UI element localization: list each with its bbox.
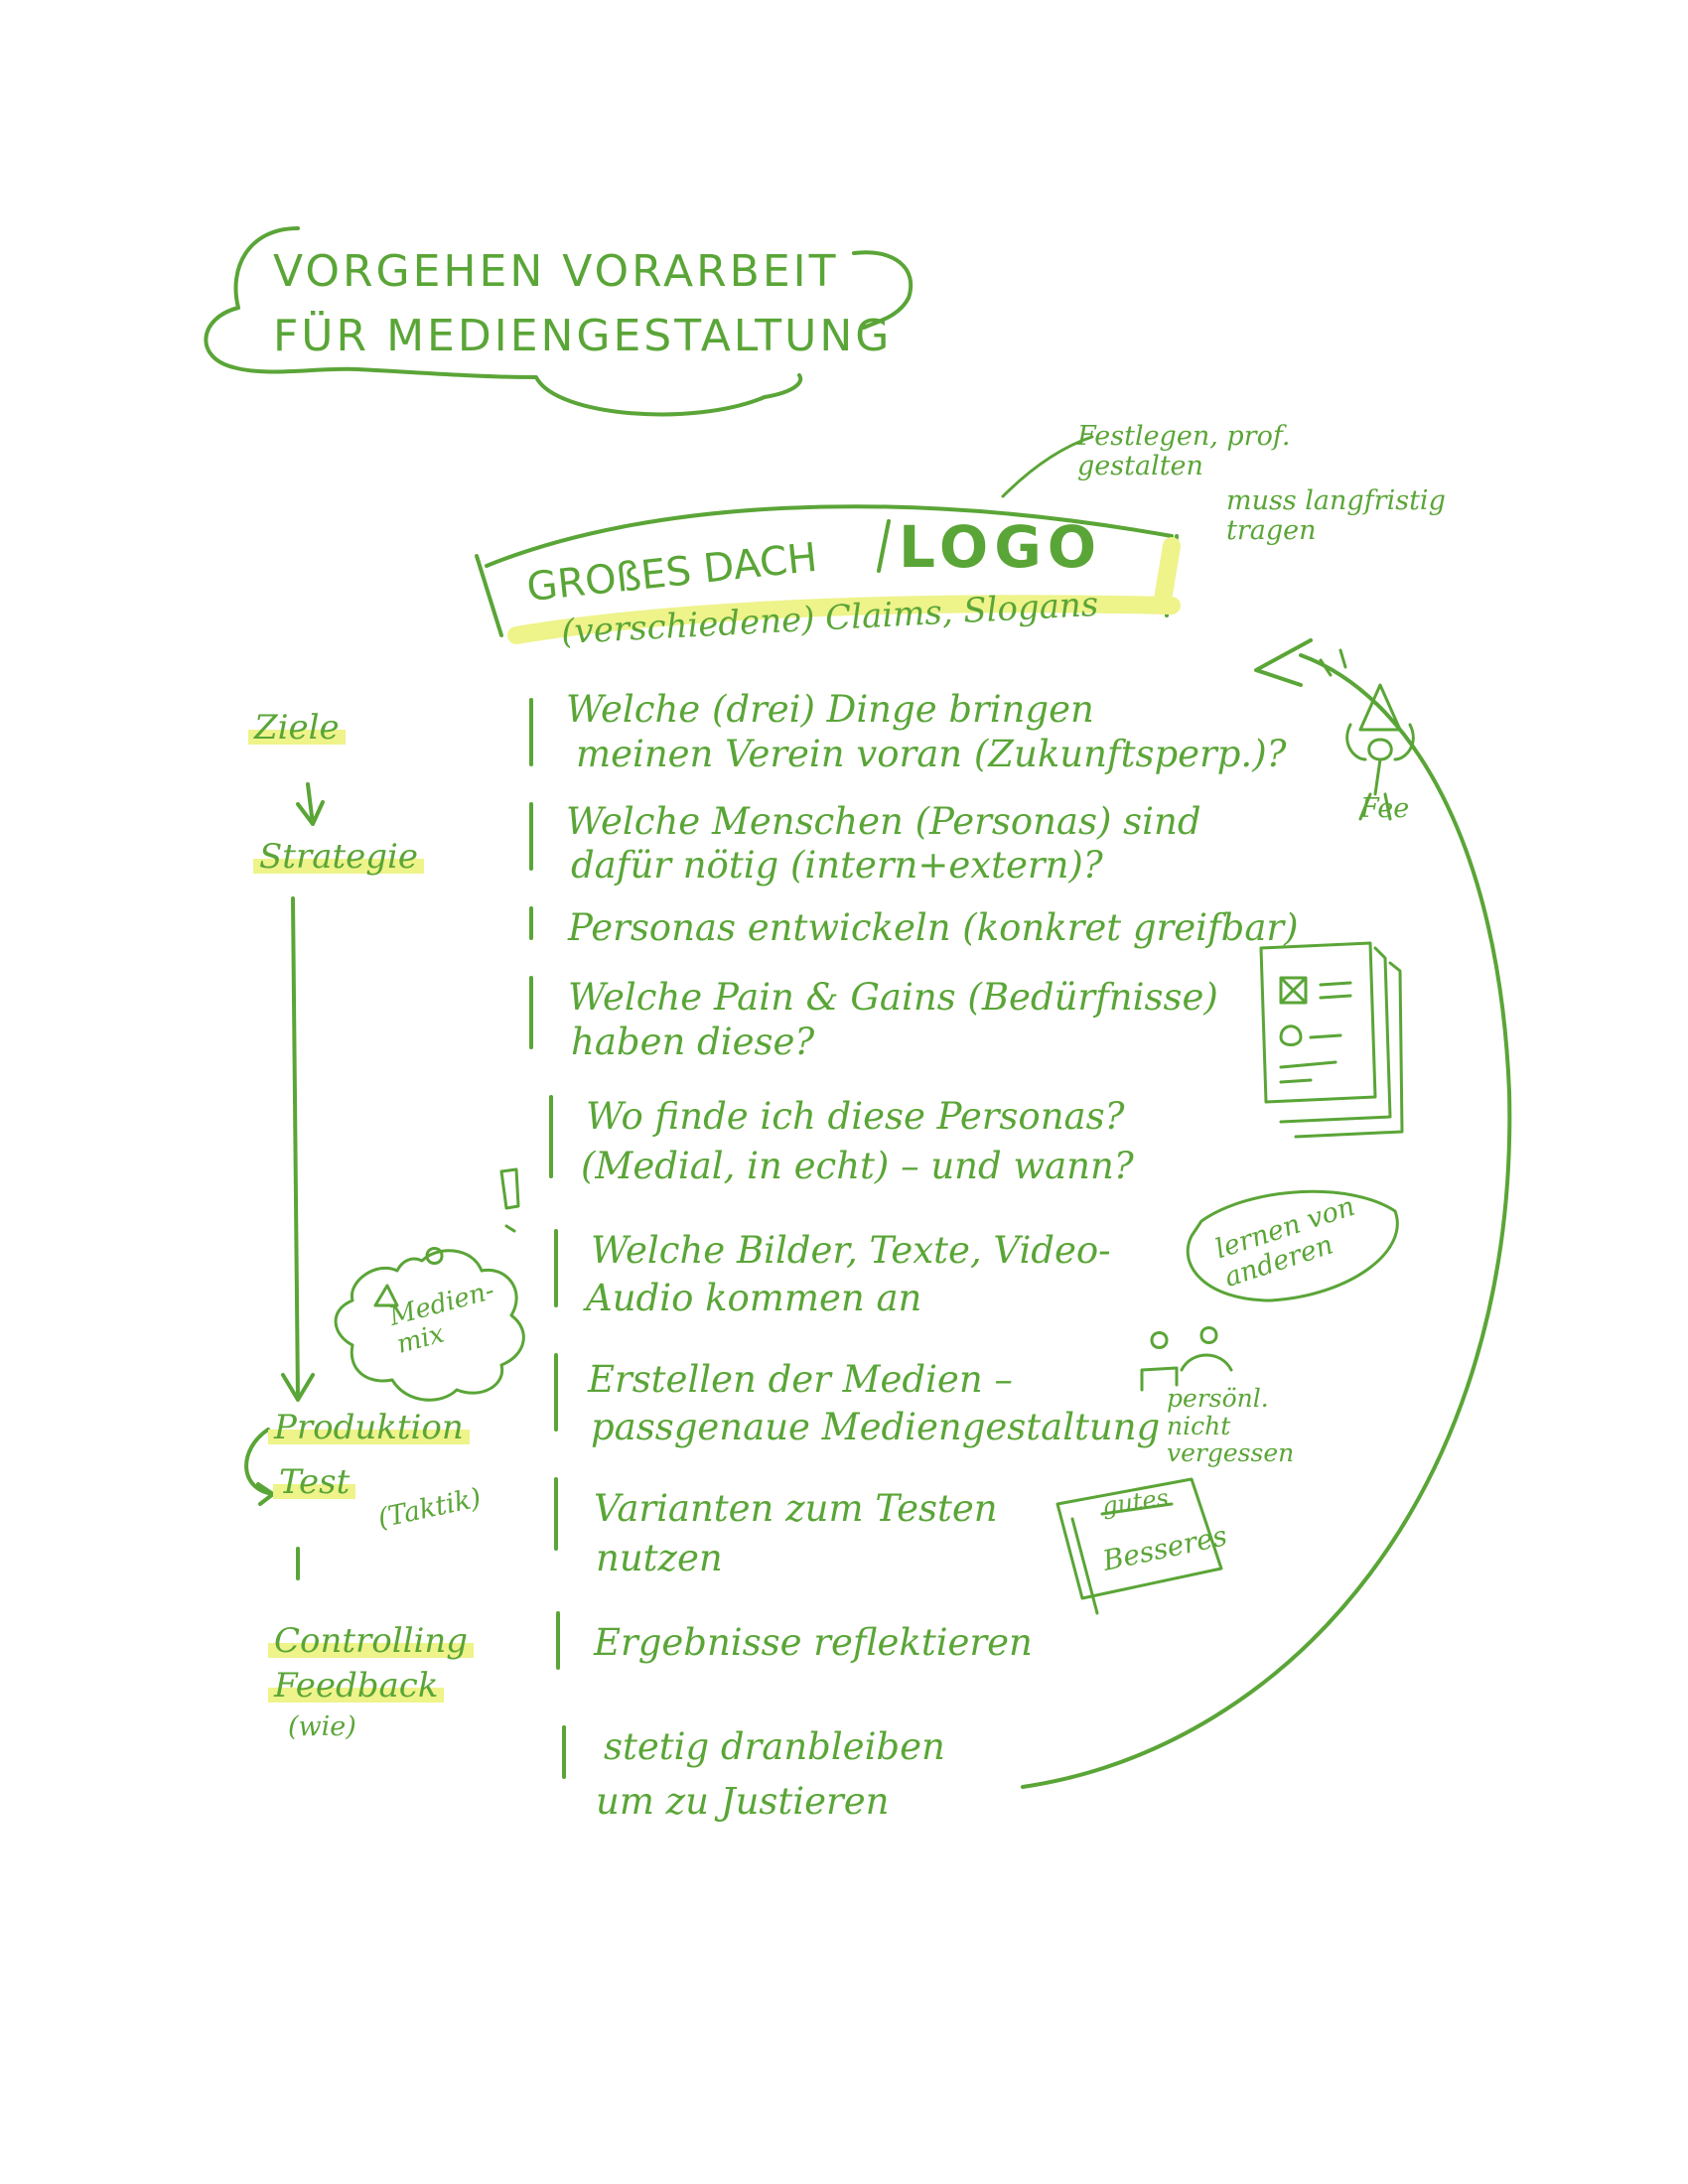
step-4-line-2: haben diese?: [571, 1021, 815, 1063]
step-1-line-2: meinen Verein voran (Zukunftsperp.)?: [576, 733, 1287, 775]
step-9-line-1: Ergebnisse reflektieren: [594, 1621, 1033, 1664]
medienmix-cloud: [334, 1249, 525, 1402]
side-controlling-text: Controlling: [268, 1621, 475, 1661]
step-7-line-2: passgenaue Mediengestaltung: [591, 1406, 1161, 1448]
roof-highlight-under: [507, 595, 1181, 644]
step-6-line-2: Audio kommen an: [586, 1277, 922, 1319]
step-10-line-2: um zu Justieren: [596, 1780, 890, 1823]
roof-note-long: muss langfristig tragen: [1226, 485, 1446, 546]
step-6-line-1: Welche Bilder, Texte, Video-: [591, 1229, 1111, 1272]
side-feedback-text: Feedback: [268, 1666, 445, 1706]
title-line-2: FÜR MEDIENGESTALTUNG: [273, 311, 893, 361]
fee-label: Fee: [1360, 793, 1410, 824]
persoenl-label: persönl. nicht vergessen: [1167, 1384, 1295, 1467]
roof-highlight-right: [1153, 537, 1181, 614]
side-produktion: Produktion: [268, 1408, 470, 1447]
side-strategie: Strategie: [253, 837, 425, 877]
ziele-strategie-arrow: [296, 782, 325, 826]
step-4-line-1: Welche Pain & Gains (Bedürfnisse): [568, 976, 1218, 1019]
side-test: Test: [273, 1462, 356, 1502]
roof-note-fix: Festlegen, prof. gestalten: [1077, 421, 1291, 481]
gutes-besseres-card: [1055, 1477, 1223, 1615]
side-controlling: Controlling: [268, 1621, 475, 1661]
title-cloud-outline: [204, 226, 803, 417]
side-ziele: Ziele: [248, 708, 346, 748]
title-cloud-right: [852, 250, 914, 330]
step-8-line-2: nutzen: [596, 1537, 723, 1579]
side-strategie-text: Strategie: [253, 837, 425, 877]
step-5-line-1: Wo finde ich diese Personas?: [586, 1095, 1125, 1138]
step-2-line-1: Welche Menschen (Personas) sind: [566, 800, 1201, 843]
exclamation-icon: [499, 1167, 520, 1233]
strategie-produktion-line: [281, 896, 315, 1402]
step-2-line-2: dafür nötig (intern+extern)?: [571, 844, 1103, 887]
roof-divider: [877, 519, 891, 573]
roof-logo: LOGO: [899, 513, 1103, 581]
step-1-line-1: Welche (drei) Dinge bringen: [566, 688, 1094, 731]
side-produktion-text: Produktion: [268, 1408, 470, 1447]
side-ziele-text: Ziele: [248, 708, 346, 748]
step-7-line-1: Erstellen der Medien –: [588, 1358, 1013, 1401]
medienmix-circle-icon: [425, 1247, 444, 1265]
medienmix-triangle-icon: [373, 1284, 399, 1307]
roof-note-connector: [1001, 435, 1094, 498]
step-5-line-2: (Medial, in echt) – und wann?: [581, 1145, 1134, 1187]
gutes-strike: [1100, 1502, 1174, 1516]
side-test-text: Test: [273, 1462, 356, 1502]
side-wie: (wie): [288, 1711, 356, 1742]
persona-docs-icon: [1259, 941, 1404, 1139]
side-feedback: Feedback: [268, 1666, 445, 1706]
lernen-bubble: [1186, 1189, 1399, 1302]
roof-left-edge: [475, 554, 503, 637]
step-10-line-1: stetig dranbleiben: [604, 1725, 945, 1768]
title-line-1: VORGEHEN VORARBEIT: [273, 246, 839, 297]
step-8-line-1: Varianten zum Testen: [594, 1487, 998, 1530]
roof-arc: [485, 504, 1174, 568]
fairy-icon: [1319, 648, 1415, 821]
people-icon: [1140, 1326, 1233, 1392]
step-3-line-1: Personas entwickeln (konkret greifbar): [568, 906, 1299, 949]
